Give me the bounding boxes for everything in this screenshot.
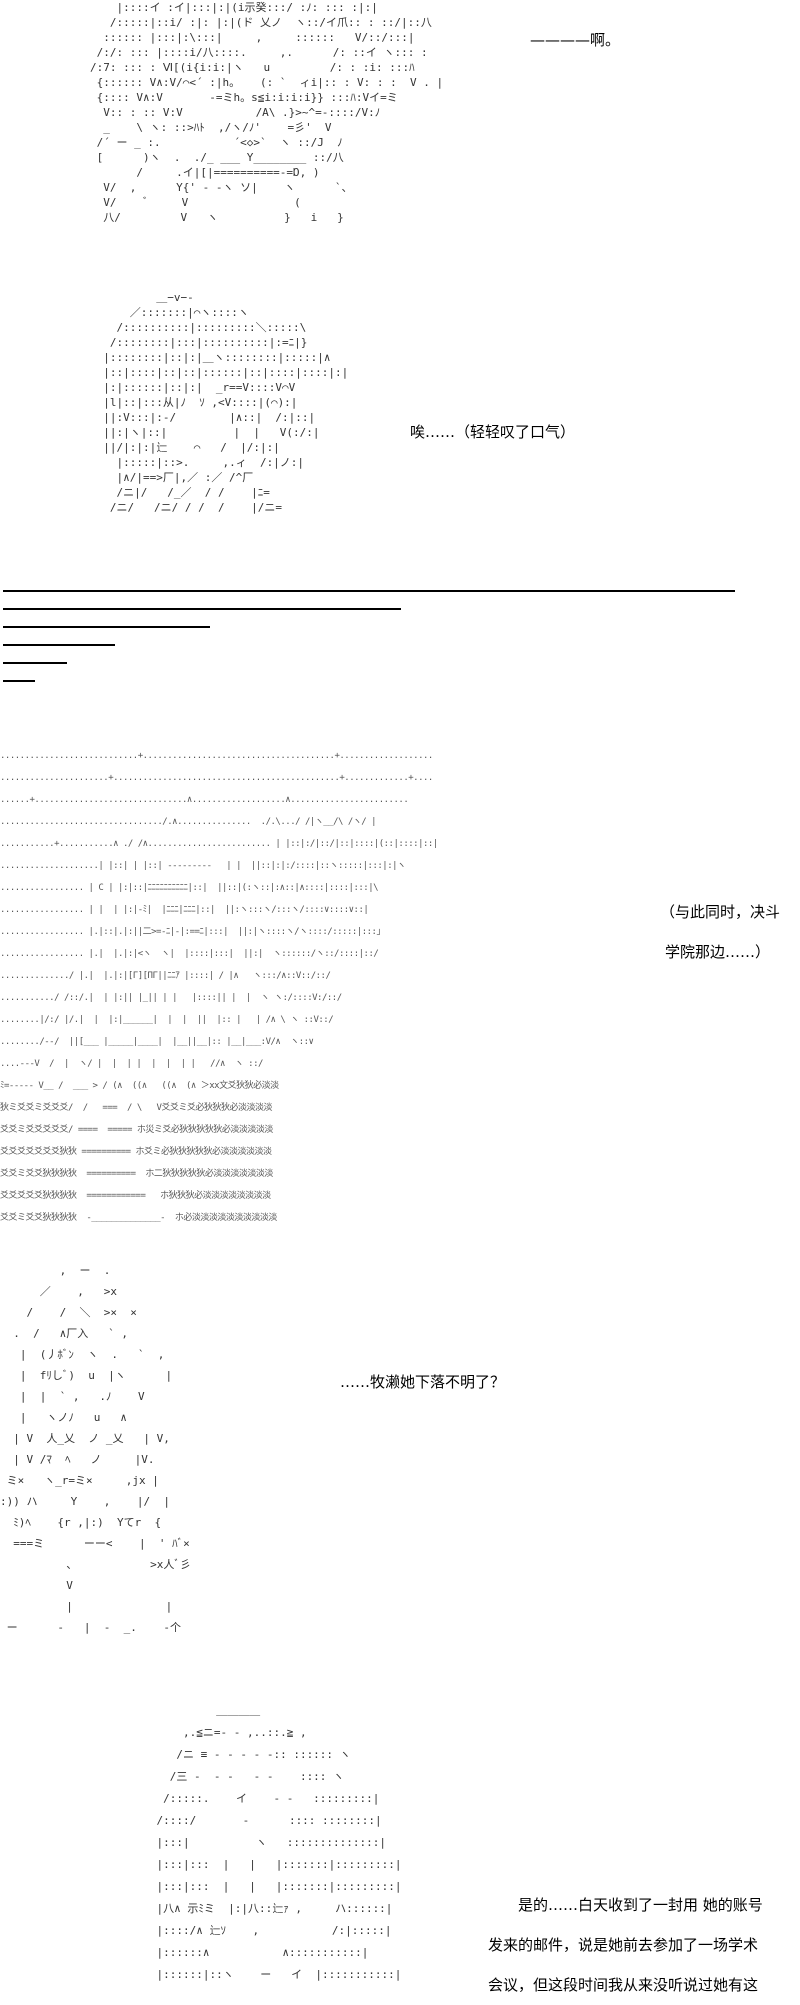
divider <box>3 644 115 646</box>
ascii-art-character-1: |::::イ :イ|:::|:|(i示癸:::/ :ﾉ: ::: :|:| /:… <box>90 1 444 224</box>
divider <box>3 590 735 592</box>
narration-line: 会议，但这段时间我从来没听说过她有这 <box>488 1976 759 1994</box>
caption-line-2: 学院那边……） <box>665 943 771 961</box>
divider <box>3 662 67 664</box>
ascii-art-character-3: , ー . ／ , >x / / ＼ >× × . / ∧厂入 ` , | (丿… <box>0 1264 191 1634</box>
dialogue-text: ……牧濑她下落不明了？ <box>340 1373 506 1391</box>
ascii-art-character-4: ＿＿＿＿ ,.≦ニ=‐ ‐ ,..::.≧ , /ニ ≡ ‐ ‐ ‐ ‐ ‐::… <box>156 1704 402 1981</box>
dialogue-text: 唉……（轻轻叹了口气） <box>410 423 576 441</box>
narration-paragraph: 是的……白天收到了一封用 她的账号 发来的邮件，说是她前去参加了一场学术 会议，… <box>488 1885 788 2005</box>
narration-line: 发来的邮件，说是她前去参加了一场学术 <box>488 1936 759 1954</box>
divider <box>3 626 210 628</box>
ascii-art-character-2: ＿−v−- ／:::::::|⌒ヽ::::ヽ /::::::::::|:::::… <box>103 291 349 514</box>
narration-line: 是的……白天收到了一封用 她的账号 <box>488 1896 763 1914</box>
dialogue-text: ————啊。 <box>530 31 621 49</box>
divider <box>3 608 401 610</box>
ascii-art-landscape: ............................+...........… <box>0 751 438 1223</box>
divider <box>3 680 35 682</box>
caption-line-1: （与此同时，决斗 <box>660 903 781 921</box>
